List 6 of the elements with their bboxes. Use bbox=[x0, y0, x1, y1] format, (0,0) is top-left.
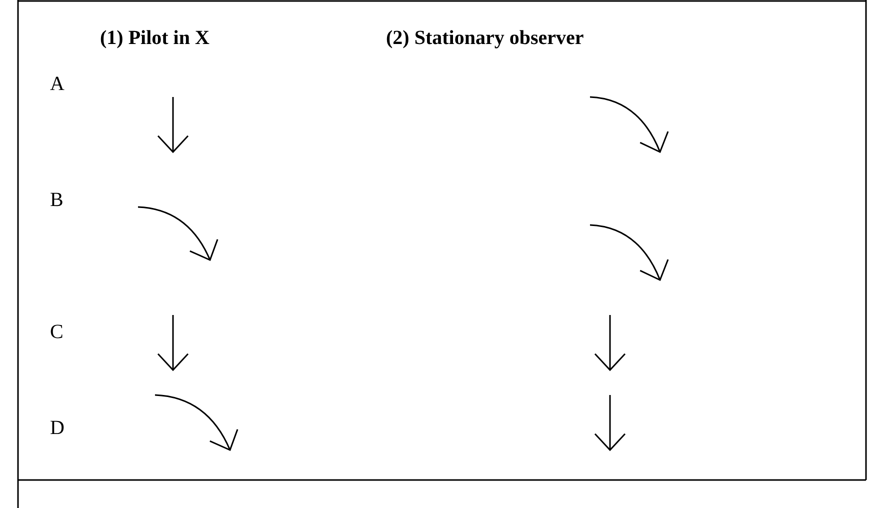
row-label: D bbox=[50, 416, 64, 440]
column-header: (1) Pilot in X bbox=[100, 26, 210, 50]
column-header: (2) Stationary observer bbox=[386, 26, 584, 50]
row-label: A bbox=[50, 72, 64, 96]
row-label: B bbox=[50, 188, 64, 212]
row-label: C bbox=[50, 320, 64, 344]
